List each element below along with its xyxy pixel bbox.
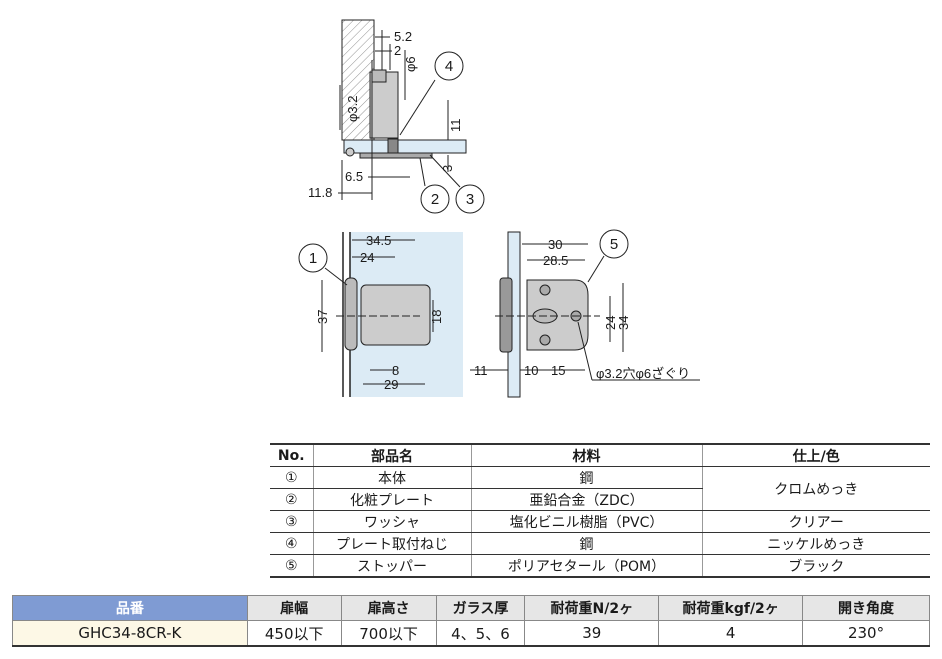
cell-material: ポリアセタール（POM） — [470, 554, 702, 578]
dim-label: 34 — [616, 316, 631, 330]
cell-material: 亜鉛合金（ZDC） — [470, 488, 702, 511]
dim-label: 6.5 — [345, 169, 363, 184]
cell-name: 本体 — [312, 466, 471, 489]
table-row: ⑤ ストッパー ポリアセタール（POM） ブラック — [270, 554, 930, 578]
cell-finish: クリアー — [701, 510, 930, 533]
cell-door-height: 700以下 — [340, 620, 437, 647]
table-row: ④ プレート取付ねじ 鋼 ニッケルめっき — [270, 532, 930, 555]
spec-table: 品番 扉幅 扉高さ ガラス厚 耐荷重N/2ヶ 耐荷重kgf/2ヶ 開き角度 GH… — [12, 595, 930, 647]
parts-table: No. 部品名 材料 仕上/色 ① 本体 鋼 クロムめっき ② 化粧プレート 亜… — [270, 443, 930, 578]
dim-label: 15 — [551, 363, 565, 378]
dim-label: φ6 — [403, 56, 418, 72]
dim-label: 37 — [315, 310, 330, 324]
header-finish: 仕上/色 — [701, 443, 930, 467]
callout-1: 1 — [309, 250, 317, 267]
header-door-width: 扉幅 — [246, 595, 342, 621]
cell-name: ストッパー — [312, 554, 471, 578]
cell-no: ② — [270, 488, 313, 511]
table-header-row: 品番 扉幅 扉高さ ガラス厚 耐荷重N/2ヶ 耐荷重kgf/2ヶ 開き角度 — [12, 595, 930, 621]
table-row: ① 本体 鋼 クロムめっき — [270, 466, 930, 511]
table-row: GHC34-8CR-K 450以下 700以下 4、5、6 39 4 230° — [12, 620, 930, 647]
table-row: ③ ワッシャ 塩化ビニル樹脂（PVC） クリアー — [270, 510, 930, 533]
dim-label: φ3.2 — [345, 95, 360, 122]
dim-label: 29 — [384, 377, 398, 392]
dim-label: 8 — [392, 363, 399, 378]
section-view-drawing — [338, 19, 485, 214]
cell-material: 鋼 — [470, 466, 702, 489]
dim-label: 2 — [394, 43, 401, 58]
cell-opening-angle: 230° — [802, 620, 930, 647]
technical-drawings: 4 2 3 5.2 2 φ6 φ3.2 11 3 6.5 11.8 1 34.5… — [298, 19, 700, 398]
cell-no: ④ — [270, 532, 313, 555]
header-no: No. — [270, 443, 313, 467]
header-material: 材料 — [470, 443, 702, 467]
dim-label: 5.2 — [394, 29, 412, 44]
dim-label: 11 — [474, 363, 488, 378]
callout-4: 4 — [445, 58, 453, 75]
cell-glass-thickness: 4、5、6 — [435, 620, 526, 647]
cell-material: 塩化ビニル樹脂（PVC） — [470, 510, 702, 533]
header-part-name: 部品名 — [312, 443, 471, 467]
header-glass-thickness: ガラス厚 — [435, 595, 526, 621]
callout-5: 5 — [610, 236, 618, 253]
dim-label: 10 — [524, 363, 538, 378]
cell-no: ⑤ — [270, 554, 313, 578]
cell-door-width: 450以下 — [246, 620, 342, 647]
header-door-height: 扉高さ — [340, 595, 437, 621]
hole-spec-label: φ3.2穴φ6ざぐり — [596, 366, 690, 381]
cell-load-n: 39 — [524, 620, 660, 647]
header-opening-angle: 開き角度 — [802, 595, 930, 621]
header-load-n: 耐荷重N/2ヶ — [524, 595, 660, 621]
table-header-row: No. 部品名 材料 仕上/色 — [270, 443, 930, 467]
cell-name: ワッシャ — [312, 510, 471, 533]
table-row: ② 化粧プレート 亜鉛合金（ZDC） — [270, 488, 930, 511]
dim-label: 24 — [360, 250, 374, 265]
dim-label: 24 — [603, 316, 618, 330]
dim-label: 34.5 — [366, 233, 391, 248]
dim-label: 18 — [429, 310, 444, 324]
dim-label: 11.8 — [308, 185, 332, 200]
cell-part-number: GHC34-8CR-K — [12, 620, 248, 647]
dim-label: 28.5 — [543, 253, 568, 268]
dim-label: 11 — [448, 119, 463, 133]
cell-finish: ブラック — [701, 554, 930, 578]
cell-name: プレート取付ねじ — [312, 532, 471, 555]
cell-finish: クロムめっき — [701, 466, 930, 511]
dim-label: 3 — [440, 165, 455, 172]
back-view-drawing — [470, 229, 700, 398]
dim-label: 30 — [548, 237, 562, 252]
cell-no: ① — [270, 466, 313, 489]
cell-load-kgf: 4 — [658, 620, 804, 647]
header-part-number: 品番 — [12, 595, 248, 621]
cell-finish: ニッケルめっき — [701, 532, 930, 555]
front-view-drawing — [298, 232, 463, 397]
cell-material: 鋼 — [470, 532, 702, 555]
callout-2: 2 — [431, 191, 439, 208]
callout-3: 3 — [466, 191, 474, 208]
cell-no: ③ — [270, 510, 313, 533]
cell-name: 化粧プレート — [312, 488, 471, 511]
header-load-kgf: 耐荷重kgf/2ヶ — [658, 595, 804, 621]
